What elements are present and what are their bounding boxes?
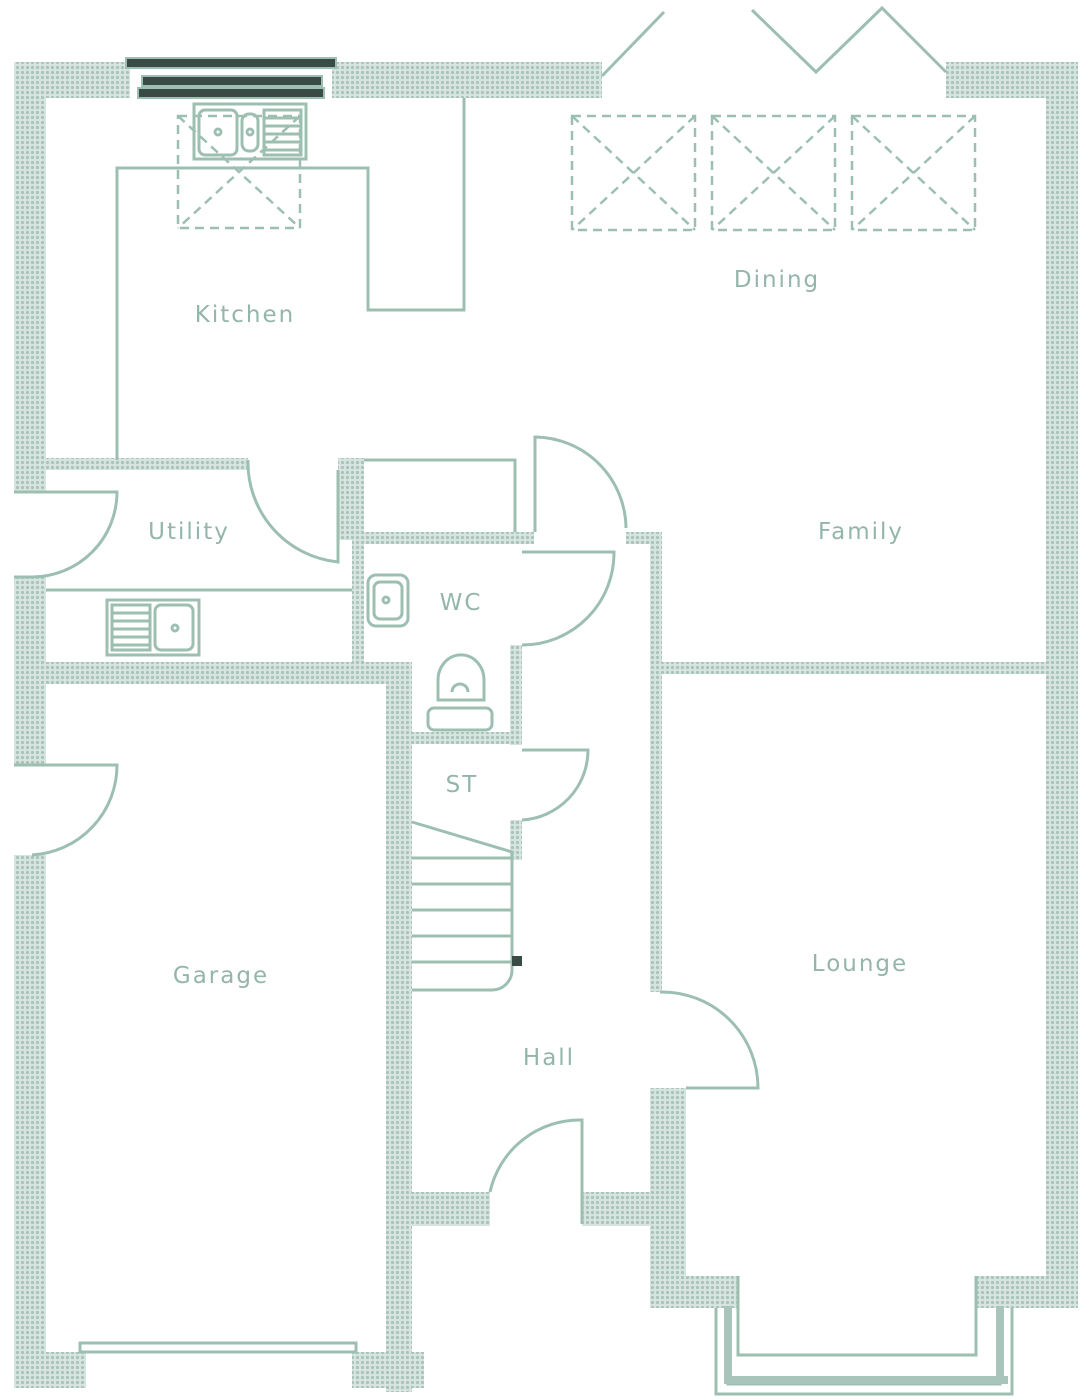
fixtures — [14, 5, 1014, 1396]
room-label-utility: Utility — [148, 519, 230, 545]
room-label-store: ST — [446, 772, 479, 798]
bay-window — [714, 1276, 1014, 1396]
room-label-dining: Dining — [734, 267, 820, 293]
room-labels: Kitchen Dining Utility WC Family ST Gara… — [148, 267, 908, 1071]
room-label-wc: WC — [440, 590, 483, 616]
hob-outline — [176, 114, 302, 230]
walls — [14, 62, 1078, 1392]
room-label-garage: Garage — [173, 963, 269, 989]
chimney-hood — [125, 57, 337, 99]
utility-sink-icon — [105, 598, 201, 657]
toilet-icon — [426, 653, 494, 732]
room-label-hall: Hall — [523, 1045, 575, 1071]
room-label-lounge: Lounge — [812, 951, 908, 977]
wc-basin-icon — [366, 573, 410, 628]
room-label-kitchen: Kitchen — [195, 302, 295, 328]
room-label-family: Family — [818, 519, 904, 545]
table-outline — [570, 114, 977, 232]
staircase — [411, 820, 522, 992]
kitchen-sink-icon — [192, 102, 308, 161]
